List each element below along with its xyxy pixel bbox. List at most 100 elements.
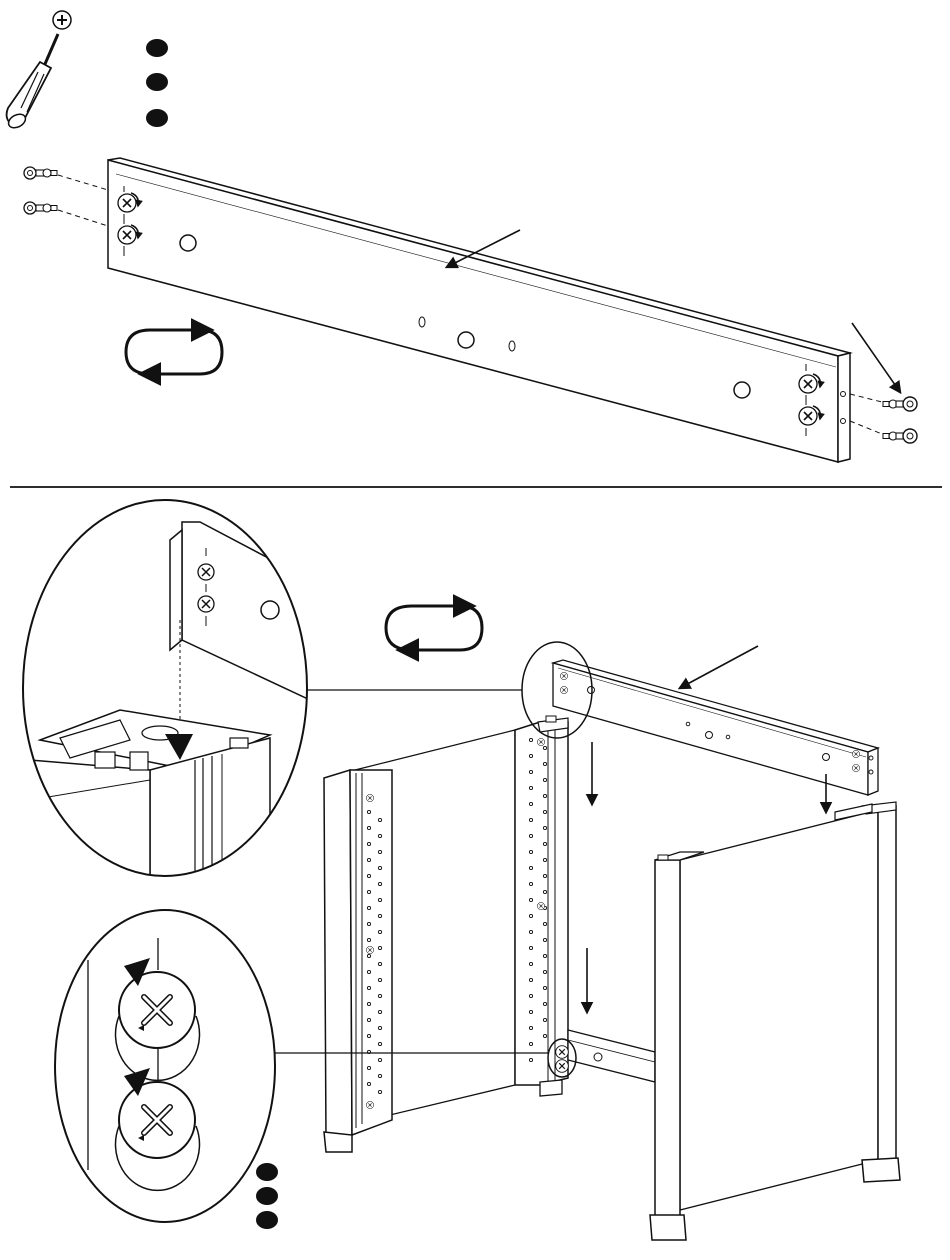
dowel-icon	[883, 397, 917, 411]
shelf-pin-hole	[543, 778, 546, 781]
shelf-pin-hole	[378, 946, 381, 949]
dowel-icon	[24, 202, 57, 214]
cam-lock-icon	[556, 1046, 569, 1059]
shelf-pin-hole	[529, 866, 532, 869]
shelf-pin-hole	[543, 970, 546, 973]
cam-lock-icon	[366, 794, 373, 801]
cam-lock-icon	[118, 194, 136, 212]
shelf-pin-hole	[378, 1090, 381, 1093]
shelf-pin-hole	[367, 890, 370, 893]
shelf-pin-hole	[378, 978, 381, 981]
shelf-pin-hole	[529, 802, 532, 805]
shelf-pin-hole	[378, 834, 381, 837]
shelf-pin-hole	[543, 986, 546, 989]
cam-lock-icon	[560, 672, 567, 679]
cam-lock-icon	[799, 375, 817, 393]
shelf-pin-hole	[543, 922, 546, 925]
shelf-pin-hole	[367, 986, 370, 989]
dowel-icon	[24, 167, 57, 179]
shelf-pin-hole	[543, 826, 546, 829]
rotate-cycle-icon	[386, 606, 482, 650]
cam-lock-icon	[366, 946, 373, 953]
shelf-pin-hole	[529, 1042, 532, 1045]
shelf-pin-hole	[378, 1026, 381, 1029]
shelf-pin-hole	[529, 946, 532, 949]
shelf-pin-hole	[543, 954, 546, 957]
shelf-pin-hole	[543, 1034, 546, 1037]
shelf-pin-hole	[529, 818, 532, 821]
shelf-pin-hole	[529, 1026, 532, 1029]
shelf-pin-hole	[367, 906, 370, 909]
shelf-pin-hole	[543, 858, 546, 861]
shelf-pin-hole	[529, 882, 532, 885]
part-marker	[146, 39, 168, 57]
shelf-pin-hole	[543, 938, 546, 941]
shelf-pin-hole	[367, 1034, 370, 1037]
cam-lock-tightening-detail	[50, 900, 290, 1240]
shelf-pin-hole	[378, 1074, 381, 1077]
shelf-pin-hole	[543, 874, 546, 877]
shelf-pin-hole	[529, 1058, 532, 1061]
dowel-insertion-detail	[20, 500, 320, 880]
shelf-pin-hole	[367, 810, 370, 813]
shelf-pin-hole	[529, 978, 532, 981]
shelf-pin-hole	[529, 754, 532, 757]
cam-lock-icon	[366, 1101, 373, 1108]
shelf-pin-hole	[378, 1010, 381, 1013]
shelf-pin-hole	[367, 954, 370, 957]
top-rail-board	[553, 660, 878, 795]
shelf-pin-hole	[378, 962, 381, 965]
cam-lock-icon	[560, 686, 567, 693]
shelf-pin-hole	[529, 930, 532, 933]
part-markers-top	[146, 39, 168, 127]
shelf-pin-hole	[529, 850, 532, 853]
shelf-pin-hole	[378, 914, 381, 917]
shelf-pin-hole	[543, 762, 546, 765]
cam-lock-icon	[852, 750, 859, 757]
shelf-pin-hole	[378, 1042, 381, 1045]
shelf-pin-hole	[529, 786, 532, 789]
cam-lock-icon	[537, 902, 544, 909]
part-markers-bottom	[256, 1163, 278, 1229]
shelf-pin-hole	[367, 1002, 370, 1005]
rotate-cycle-icon	[126, 330, 222, 374]
shelf-pin-hole	[378, 818, 381, 821]
shelf-pin-hole	[378, 994, 381, 997]
shelf-pin-hole	[367, 970, 370, 973]
shelf-pin-hole	[543, 890, 546, 893]
cam-lock-icon	[556, 1060, 569, 1073]
shelf-pin-hole	[529, 738, 532, 741]
part-marker	[146, 73, 168, 91]
shelf-pin-hole	[378, 850, 381, 853]
shelf-pin-hole	[367, 1066, 370, 1069]
cam-lock-icon	[118, 226, 136, 244]
shelf-pin-hole	[378, 930, 381, 933]
step-top	[6, 11, 917, 462]
shelf-pin-hole	[529, 834, 532, 837]
part-marker	[256, 1187, 278, 1205]
shelf-pin-hole	[529, 1010, 532, 1013]
cabinet-frame	[324, 716, 900, 1240]
shelf-pin-hole	[367, 826, 370, 829]
shelf-pin-hole	[367, 874, 370, 877]
shelf-pin-hole	[367, 1082, 370, 1085]
cam-lock-icon	[852, 764, 859, 771]
shelf-pin-hole	[378, 1058, 381, 1061]
cam-lock-icon	[799, 407, 817, 425]
shelf-pin-hole	[543, 794, 546, 797]
shelf-pin-hole	[543, 1018, 546, 1021]
part-marker	[256, 1163, 278, 1181]
shelf-pin-hole	[367, 842, 370, 845]
shelf-pin-hole	[543, 810, 546, 813]
dowel-icon	[883, 429, 917, 443]
shelf-pin-hole	[529, 898, 532, 901]
shelf-pin-hole	[543, 746, 546, 749]
cam-lock-icon	[119, 972, 195, 1048]
shelf-pin-hole	[529, 914, 532, 917]
shelf-pin-hole	[529, 994, 532, 997]
phillips-screwdriver-icon	[6, 11, 71, 131]
shelf-pin-hole	[378, 866, 381, 869]
part-marker	[146, 109, 168, 127]
back-panel-board	[108, 158, 850, 462]
